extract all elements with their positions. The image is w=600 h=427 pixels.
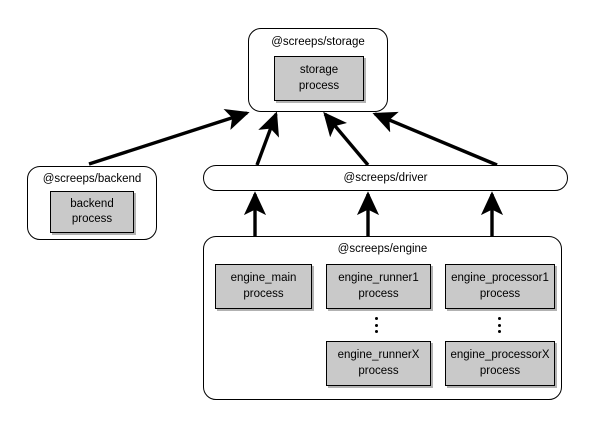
process-engine-processor1[interactable]: engine_processor1 process bbox=[445, 264, 555, 309]
process-engine-runner1-name: engine_runner1 bbox=[338, 272, 419, 285]
package-storage[interactable]: @screeps/storage storage process bbox=[248, 28, 388, 112]
process-engine-main-name: engine_main bbox=[230, 272, 297, 285]
package-backend-label: @screeps/backend bbox=[42, 173, 142, 185]
ellipsis-dot bbox=[375, 330, 378, 333]
edge-driver-mid-to-storage bbox=[323, 111, 370, 167]
edge-driver-right-to-storage bbox=[372, 111, 498, 167]
package-engine-label: @screeps/engine bbox=[337, 243, 428, 255]
process-backend[interactable]: backend process bbox=[50, 191, 134, 233]
process-storage-kind: process bbox=[298, 79, 340, 92]
edge-driver-left-to-storage bbox=[255, 111, 279, 166]
process-engine-processor1-name: engine_processor1 bbox=[451, 272, 549, 285]
package-storage-label: @screeps/storage bbox=[271, 36, 365, 48]
package-engine[interactable]: @screeps/engine engine_main process engi… bbox=[203, 236, 562, 400]
process-storage-name: storage bbox=[299, 64, 339, 77]
ellipsis-dot bbox=[498, 317, 501, 320]
ellipsis-dot bbox=[375, 317, 378, 320]
process-engine-runnerx[interactable]: engine_runnerX process bbox=[326, 341, 431, 386]
process-engine-main-kind: process bbox=[243, 287, 284, 300]
ellipsis-dot bbox=[375, 323, 378, 327]
process-engine-runner1[interactable]: engine_runner1 process bbox=[326, 264, 431, 309]
edge-backend-to-storage bbox=[88, 108, 250, 166]
process-engine-main[interactable]: engine_main process bbox=[215, 264, 312, 309]
package-driver[interactable]: @screeps/driver bbox=[203, 165, 568, 191]
package-driver-label: @screeps/driver bbox=[343, 172, 428, 184]
ellipsis-dot bbox=[498, 330, 501, 333]
process-engine-runnerx-name: engine_runnerX bbox=[337, 349, 420, 362]
process-backend-name: backend bbox=[70, 197, 114, 210]
process-storage[interactable]: storage process bbox=[274, 56, 364, 101]
process-backend-kind: process bbox=[71, 213, 113, 225]
ellipsis-dot bbox=[498, 323, 501, 327]
vertical-ellipsis-processor bbox=[498, 317, 501, 333]
process-engine-runnerx-kind: process bbox=[358, 364, 399, 377]
package-backend[interactable]: @screeps/backend backend process bbox=[27, 166, 157, 240]
process-engine-processorx[interactable]: engine_processorX process bbox=[445, 341, 555, 386]
process-engine-runner1-kind: process bbox=[358, 287, 399, 300]
process-engine-processor1-kind: process bbox=[479, 287, 521, 300]
process-engine-processorx-name: engine_processorX bbox=[450, 349, 550, 362]
process-engine-processorx-kind: process bbox=[479, 364, 521, 377]
vertical-ellipsis-runner bbox=[375, 317, 378, 333]
